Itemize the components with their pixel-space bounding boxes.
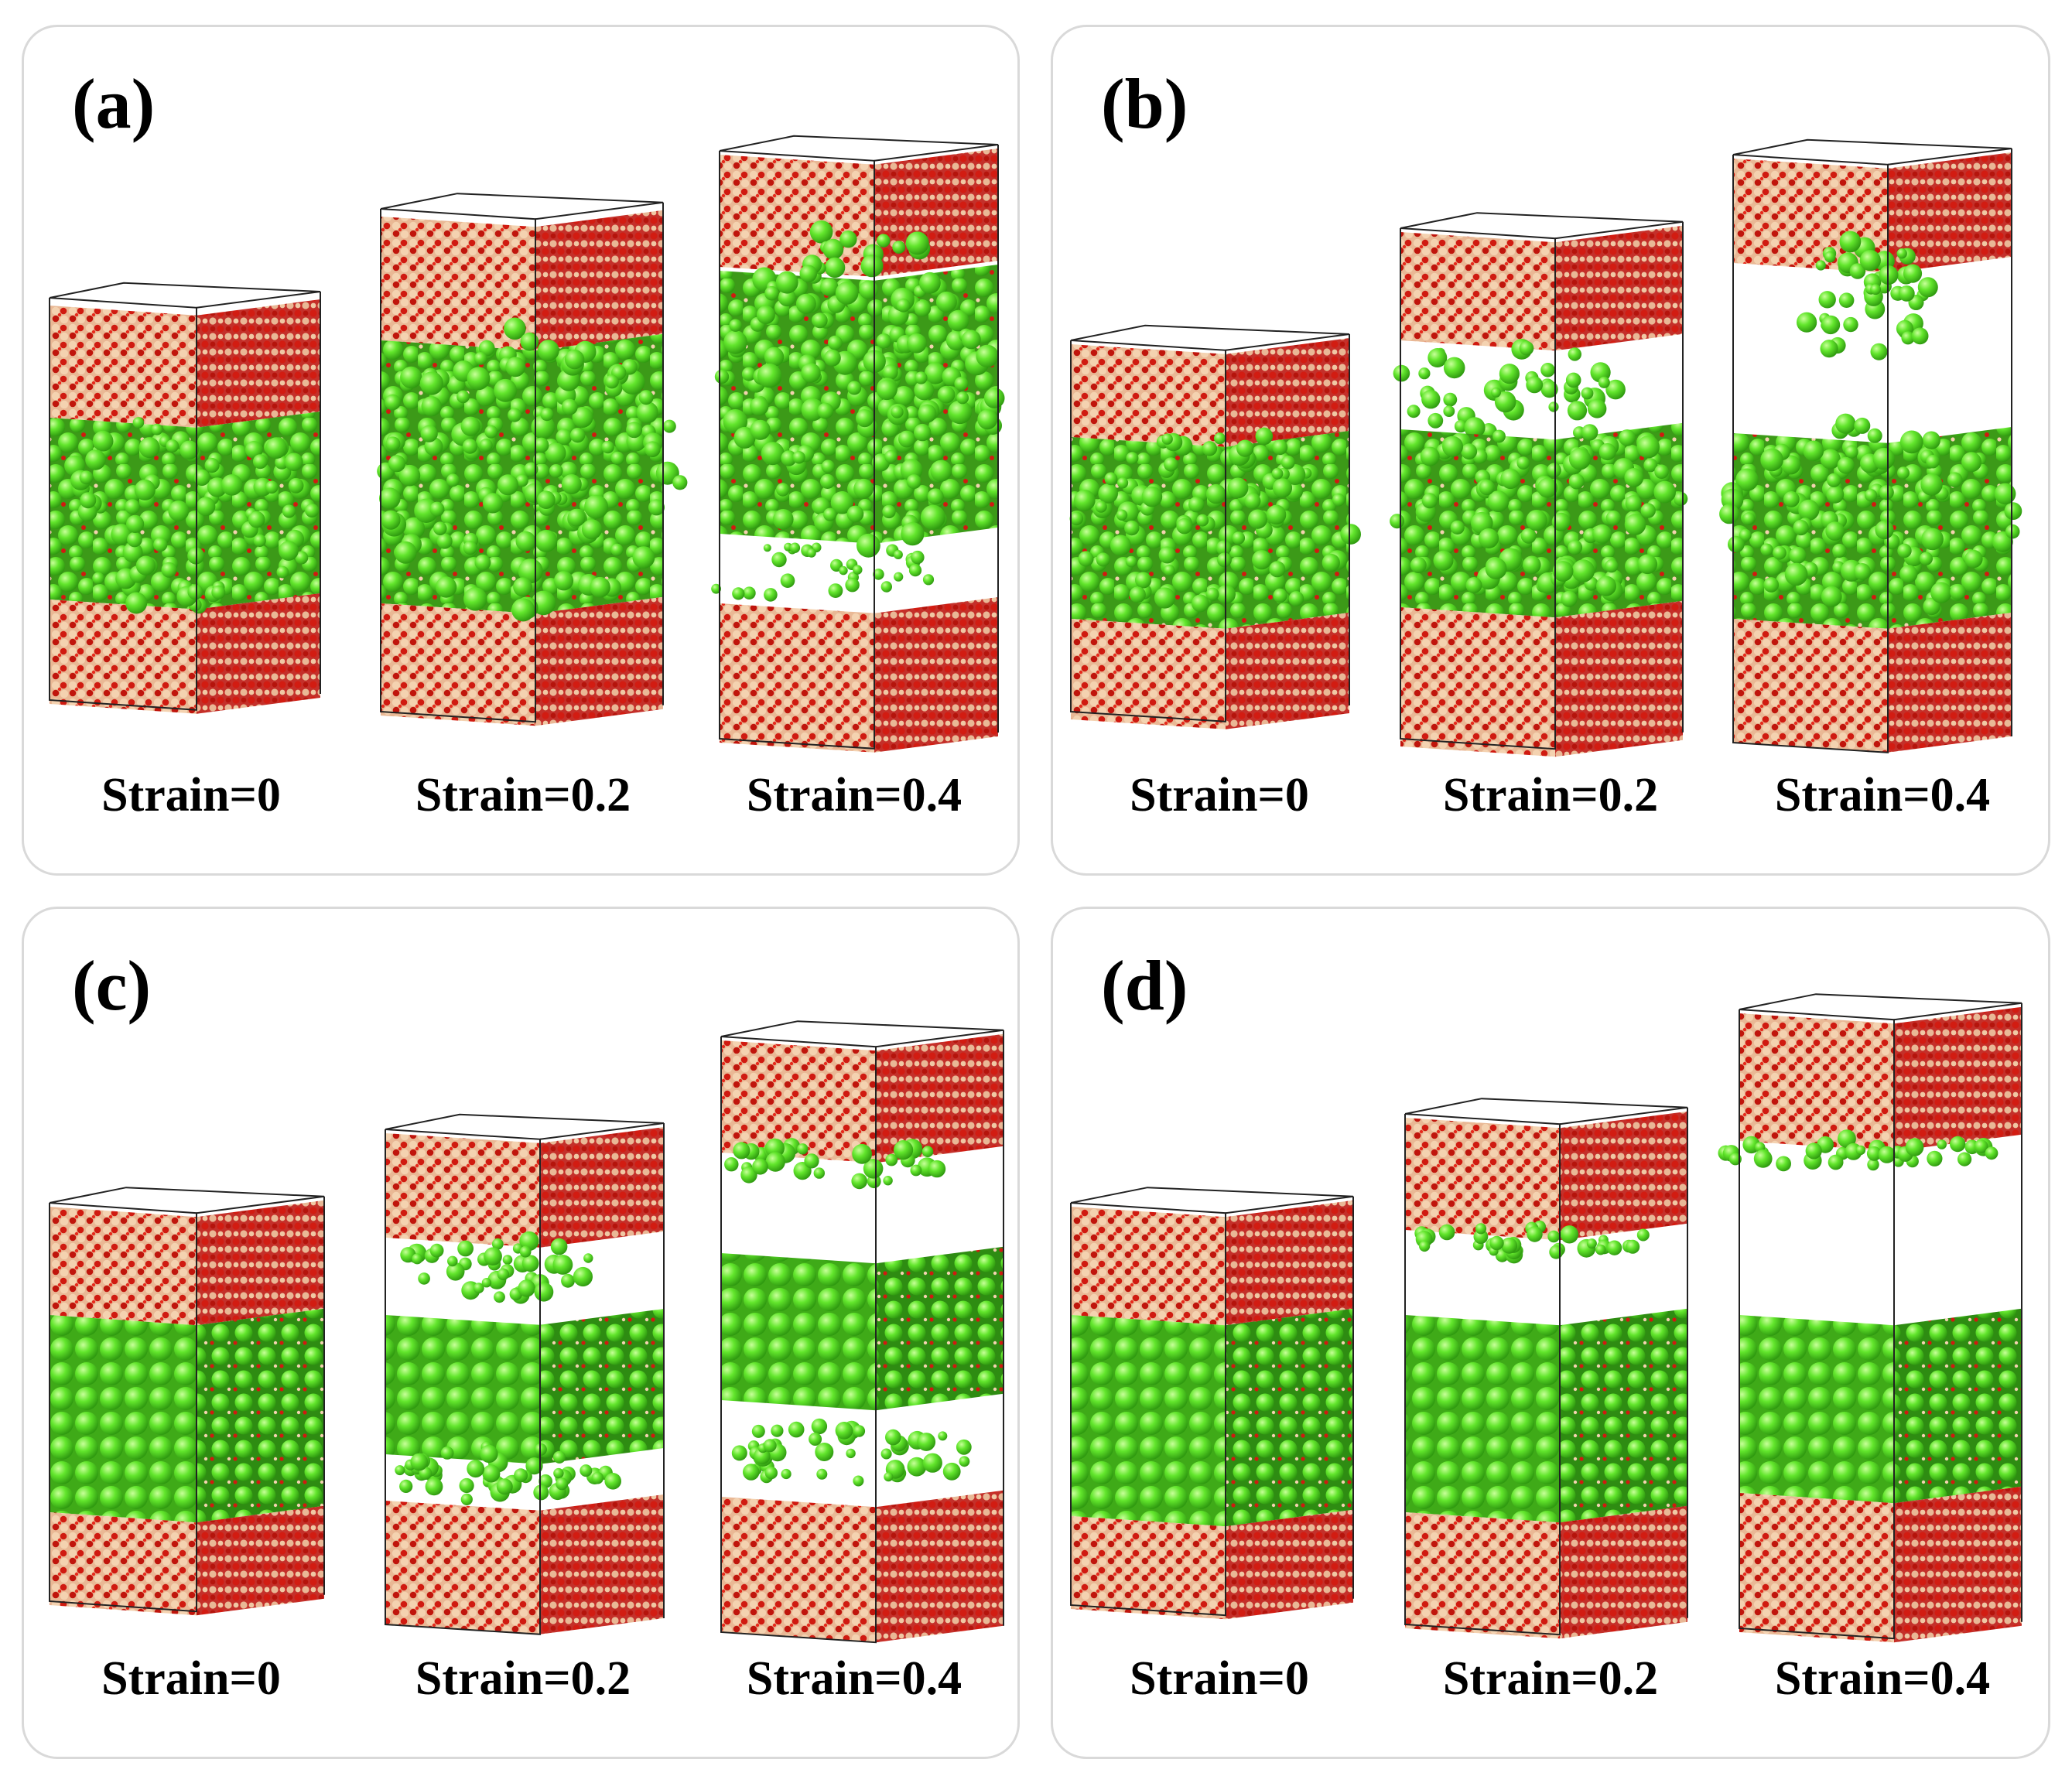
snapshot-box-11-part-1 [1718, 1129, 1998, 1172]
snapshot-box-11 [1718, 993, 2022, 1643]
panel-label-a: (a) [72, 64, 156, 143]
snapshot-box-0-frame [49, 282, 321, 711]
snapshot-box-5-part-1 [1797, 231, 1938, 360]
caption-d-0: Strain=0 [1130, 1652, 1309, 1705]
snapshot-box-11-frame [1739, 993, 2022, 1640]
snapshot-box-8-frame [720, 1020, 1004, 1644]
snapshot-box-3-part-3 [1069, 427, 1361, 613]
snapshot-box-5-frame [1732, 138, 2012, 753]
snapshot-box-5-part-3 [1733, 613, 2012, 753]
snapshot-box-6-part-0 [50, 1200, 324, 1326]
snapshot-box-2-part-3 [714, 220, 1005, 558]
snapshot-box-6 [49, 1187, 325, 1616]
snapshot-box-0 [49, 282, 321, 714]
snapshot-box-3-frame [1070, 324, 1350, 722]
snapshot-box-10-part-0 [1405, 1111, 1687, 1241]
snapshot-box-4-part-4 [1390, 424, 1688, 607]
snapshot-box-1-part-2 [381, 596, 663, 726]
caption-a-0: Strain=0 [101, 769, 281, 821]
snapshot-box-1-part-3 [377, 317, 688, 622]
snapshot-box-10-part-3 [1405, 1505, 1687, 1639]
snapshot-box-2 [711, 135, 1005, 753]
snapshot-box-7 [385, 1113, 665, 1635]
snapshot-box-3-part-0 [1071, 338, 1349, 447]
snapshot-box-9-part-0 [1071, 1200, 1353, 1326]
snapshot-box-8-part-4 [721, 1490, 1004, 1643]
snapshot-box-10 [1404, 1098, 1688, 1639]
snapshot-box-9-part-1 [1071, 1308, 1353, 1527]
caption-a-1: Strain=0.2 [415, 769, 631, 821]
snapshot-box-10-part-1 [1414, 1220, 1650, 1264]
snapshot-box-1-part-0 [381, 210, 663, 351]
snapshot-box-6-part-2 [50, 1505, 324, 1616]
caption-b-1: Strain=0.2 [1442, 769, 1659, 821]
snapshot-box-2-frame [719, 135, 999, 750]
snapshot-box-4-part-0 [1400, 225, 1683, 351]
snapshot-box-0-part-0 [50, 299, 320, 428]
snapshot-box-11-part-0 [1739, 1006, 2022, 1152]
caption-c-2: Strain=0.4 [746, 1652, 962, 1705]
snapshot-box-4-frame [1400, 212, 1684, 750]
snapshot-box-2-part-0 [720, 149, 998, 277]
caption-c-1: Strain=0.2 [415, 1652, 631, 1705]
snapshot-box-7-part-4 [385, 1494, 664, 1634]
snapshot-box-9-frame [1070, 1187, 1354, 1617]
caption-b-0: Strain=0 [1130, 769, 1309, 821]
snapshot-box-3-part-2 [1071, 613, 1349, 729]
snapshot-box-5-part-4 [1719, 413, 2022, 616]
panel-label-c: (c) [72, 946, 152, 1025]
snapshot-box-8-part-3 [731, 1418, 972, 1487]
snapshot-box-7-part-2 [385, 1309, 664, 1464]
snapshot-box-0-part-2 [50, 593, 320, 714]
snapshot-box-3 [1069, 324, 1361, 729]
snapshot-box-5 [1719, 138, 2022, 753]
snapshot-box-7-part-1 [400, 1231, 593, 1304]
snapshot-box-4 [1390, 212, 1688, 757]
snapshot-box-6-frame [49, 1187, 325, 1613]
panel-label-d: (d) [1101, 946, 1188, 1025]
snapshot-box-4-part-3 [1400, 600, 1683, 757]
caption-a-2: Strain=0.4 [746, 769, 962, 821]
snapshot-box-1-frame [380, 193, 664, 723]
snapshot-box-0-part-3 [64, 417, 320, 614]
snapshot-box-11-part-3 [1739, 1486, 2022, 1643]
caption-d-1: Strain=0.2 [1442, 1652, 1659, 1705]
snapshot-box-2-part-2 [720, 597, 998, 753]
snapshot-box-10-frame [1404, 1098, 1688, 1636]
snapshot-box-9-part-2 [1071, 1509, 1353, 1620]
snapshot-box-1 [377, 193, 688, 726]
snapshot-box-2-part-4 [711, 542, 935, 602]
snapshot-box-7-part-3 [395, 1441, 621, 1505]
snapshot-box-9 [1070, 1187, 1354, 1620]
caption-d-2: Strain=0.4 [1774, 1652, 1991, 1705]
snapshot-box-11-part-2 [1739, 1308, 2022, 1504]
snapshot-box-10-part-2 [1405, 1308, 1687, 1523]
snapshot-box-8-part-0 [721, 1033, 1004, 1163]
snapshot-box-4-part-1 [1393, 339, 1626, 440]
snapshot-box-8-part-2 [721, 1246, 1004, 1411]
snapshot-box-8 [720, 1020, 1004, 1644]
snapshot-box-6-part-1 [50, 1308, 324, 1523]
caption-c-0: Strain=0 [101, 1652, 281, 1705]
snapshot-box-7-frame [385, 1113, 665, 1635]
snapshot-box-8-part-1 [724, 1138, 946, 1190]
caption-b-2: Strain=0.4 [1774, 769, 1991, 821]
panel-label-b: (b) [1101, 64, 1188, 143]
snapshot-box-7-part-0 [385, 1127, 664, 1248]
